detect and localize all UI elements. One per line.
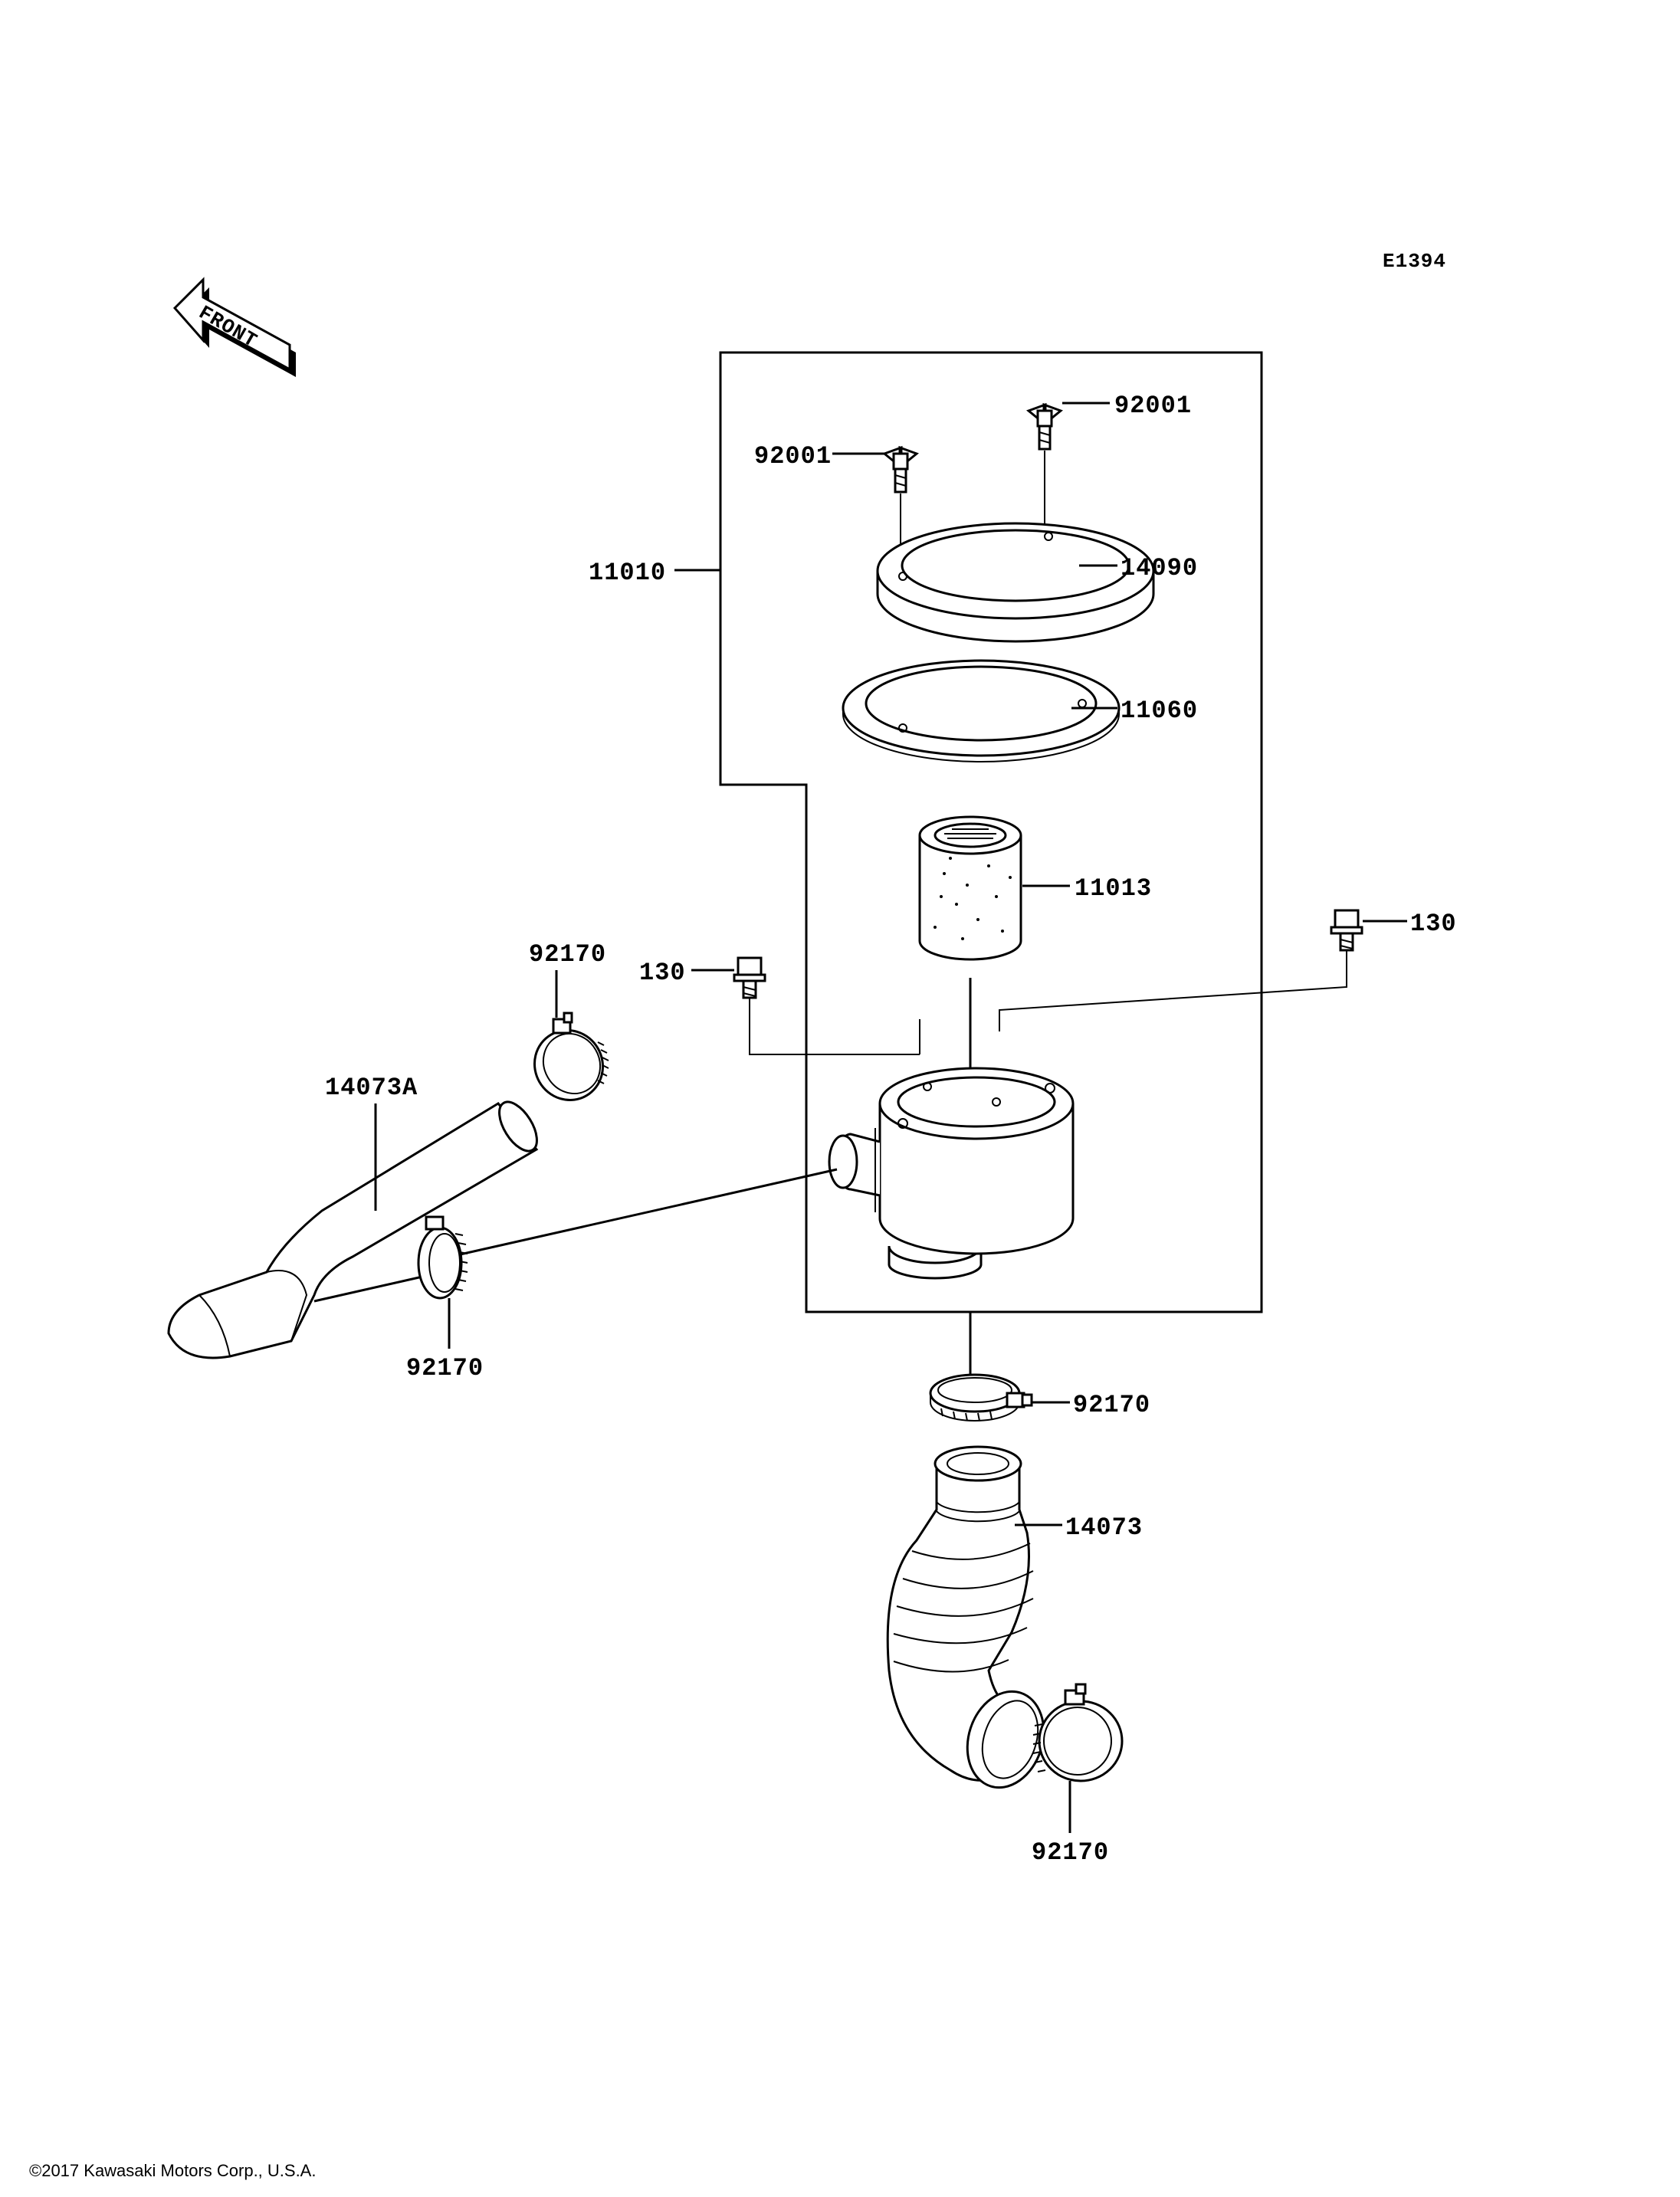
label-92170-upper: 92170 bbox=[529, 940, 606, 969]
label-14073A: 14073A bbox=[325, 1074, 418, 1102]
hose-clamp-left-icon bbox=[417, 1215, 468, 1300]
air-cleaner-case-icon bbox=[828, 1067, 1075, 1280]
label-130-right: 130 bbox=[1410, 910, 1457, 938]
hose-clamp-upper-icon bbox=[533, 1012, 609, 1102]
label-11010: 11010 bbox=[589, 559, 666, 587]
gasket-icon bbox=[842, 659, 1121, 762]
label-92170-bottom: 92170 bbox=[1032, 1838, 1109, 1867]
label-92001-right: 92001 bbox=[1114, 392, 1192, 420]
hose-clamp-mid-icon bbox=[929, 1373, 1033, 1421]
label-11060: 11060 bbox=[1121, 697, 1198, 725]
label-11013: 11013 bbox=[1075, 874, 1152, 903]
label-92001-left: 92001 bbox=[754, 442, 832, 471]
copyright: ©2017 Kawasaki Motors Corp., U.S.A. bbox=[29, 2161, 316, 2180]
air-duct-hose-icon bbox=[886, 1445, 1045, 1789]
flanged-bolt-right-icon bbox=[1330, 909, 1363, 952]
hose-clamp-bottom-icon bbox=[1032, 1683, 1124, 1782]
label-14090: 14090 bbox=[1121, 554, 1198, 582]
air-filter-element-icon bbox=[918, 815, 1022, 961]
wing-bolt-right-icon bbox=[1026, 402, 1063, 451]
label-130-left: 130 bbox=[639, 959, 686, 987]
label-92170-left: 92170 bbox=[406, 1354, 484, 1382]
diagram-id: E1394 bbox=[1383, 250, 1446, 273]
label-14073: 14073 bbox=[1065, 1513, 1143, 1542]
wing-bolt-left-icon bbox=[882, 445, 919, 494]
intake-duct-icon bbox=[167, 1100, 539, 1359]
assembly-bracket bbox=[719, 351, 1263, 1313]
front-arrow-icon: FRONT bbox=[172, 277, 296, 377]
flanged-bolt-left-icon bbox=[733, 956, 766, 999]
air-cleaner-cover-icon bbox=[876, 522, 1155, 643]
label-92170-mid: 92170 bbox=[1073, 1391, 1150, 1419]
